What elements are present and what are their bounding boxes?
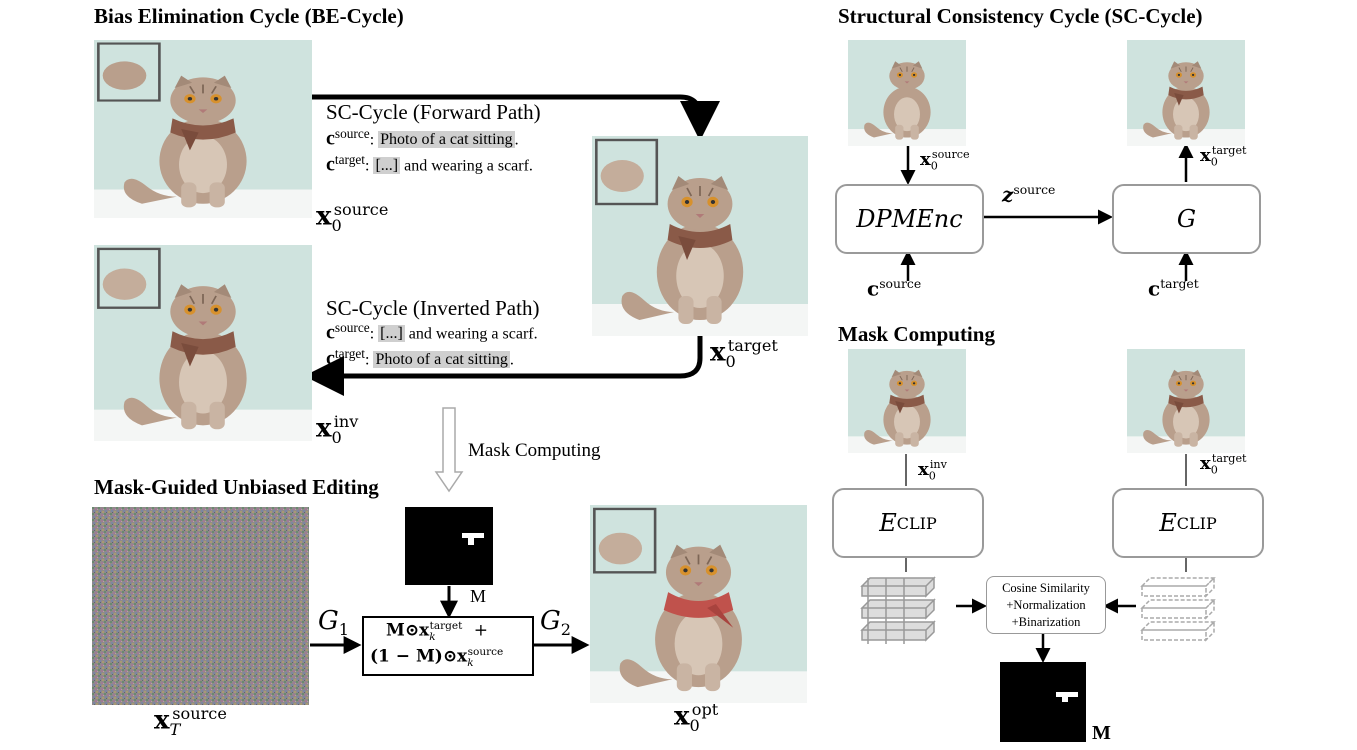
inverted-c-source: csource: [...] and wearing a scarf.: [326, 320, 538, 344]
image-x0-source: [94, 40, 312, 218]
cosine-similarity-box: Cosine Similarity +Normalization +Binari…: [986, 576, 1106, 634]
label-xT-source: xTsource: [154, 704, 227, 739]
feature-tensor-left: [860, 576, 936, 644]
inverted-path-heading: SC-Cycle (Inverted Path): [326, 296, 540, 320]
label-x0-opt: x0opt: [674, 700, 719, 735]
mc-label-x0-target: x0target: [1200, 452, 1247, 477]
mask-label-mc: M: [1092, 722, 1111, 744]
inverted-arrow: [304, 336, 703, 396]
mask-image-mgue: [405, 507, 493, 585]
mask-computing-title: Mask Computing: [838, 322, 995, 346]
mc-image-inv: [848, 349, 966, 453]
forward-c-target: ctarget: [...] and wearing a scarf.: [326, 152, 533, 176]
image-x0-opt: [590, 505, 807, 703]
sc-label-x0-source: x0source: [920, 148, 970, 173]
generator-box: G: [1112, 184, 1261, 254]
sc-image-target: [1127, 40, 1245, 146]
inverted-c-target: ctarget: Photo of a cat sitting.: [326, 346, 514, 370]
sc-c-source: csource: [867, 276, 922, 301]
mc-image-target: [1127, 349, 1245, 453]
mask-label-mgue: M: [470, 586, 487, 606]
g1-label: G1: [318, 606, 350, 640]
forward-c-source: csource: Photo of a cat sitting.: [326, 126, 519, 150]
forward-path-heading: SC-Cycle (Forward Path): [326, 100, 541, 124]
sc-latent-label: zsource: [1002, 182, 1056, 207]
sc-image-source: [848, 40, 966, 146]
dpm-encoder-box: DPMEnc: [835, 184, 984, 254]
mgue-title: Mask-Guided Unbiased Editing: [94, 475, 379, 499]
g2-label: G2: [540, 606, 572, 640]
blend-formula-box: M⊙xktarget + (1 − M)⊙xksource: [362, 616, 534, 676]
sc-label-x0-target: x0target: [1200, 144, 1247, 169]
be-cycle-title: Bias Elimination Cycle (BE-Cycle): [94, 4, 404, 28]
mask-computing-arrow-label: Mask Computing: [468, 440, 601, 461]
formula-line2: (1 − M)⊙xksource: [370, 646, 504, 670]
mc-label-x0-inv: x0inv: [918, 458, 947, 483]
label-x0-target: x0target: [710, 336, 778, 371]
sc-c-target: ctarget: [1148, 276, 1199, 301]
mask-image-mc: [1000, 662, 1086, 742]
label-x0-inv: x0inv: [316, 412, 359, 447]
formula-line1: M⊙xktarget +: [386, 620, 489, 644]
image-x0-target: [592, 136, 808, 336]
sc-cycle-title: Structural Consistency Cycle (SC-Cycle): [838, 4, 1203, 28]
image-x0-inv: [94, 245, 312, 441]
feature-tensor-right: [1140, 576, 1216, 642]
image-xT-noise: [92, 507, 309, 705]
forward-arrow: [312, 94, 720, 141]
mask-computing-arrow: [434, 407, 464, 493]
label-x0-source: x0source: [316, 200, 389, 235]
